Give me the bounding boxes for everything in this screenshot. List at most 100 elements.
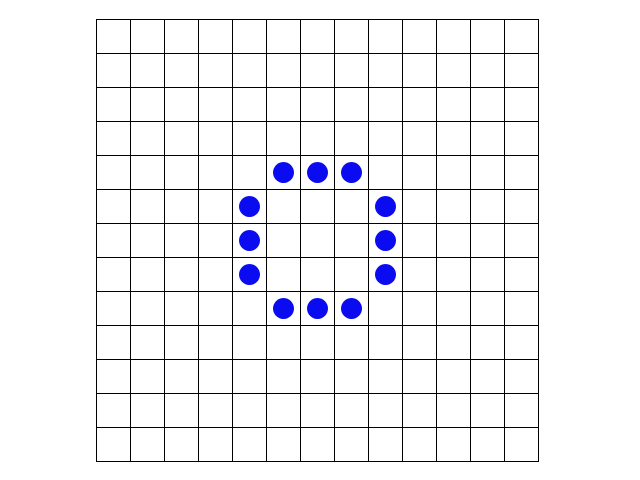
board-cell[interactable] bbox=[368, 393, 403, 428]
board-cell[interactable] bbox=[164, 19, 199, 54]
board-cell[interactable] bbox=[300, 87, 335, 122]
board-cell[interactable] bbox=[436, 155, 471, 190]
board-cell[interactable] bbox=[402, 359, 437, 394]
board-cell[interactable] bbox=[130, 359, 165, 394]
board-cell[interactable] bbox=[504, 87, 539, 122]
board-cell[interactable] bbox=[96, 393, 131, 428]
board-cell[interactable] bbox=[402, 427, 437, 462]
board-cell[interactable] bbox=[96, 291, 131, 326]
blue-piece[interactable] bbox=[341, 298, 362, 319]
board-cell[interactable] bbox=[130, 427, 165, 462]
board-cell[interactable] bbox=[198, 393, 233, 428]
board-cell[interactable] bbox=[96, 19, 131, 54]
board-cell[interactable] bbox=[470, 223, 505, 258]
board-cell[interactable] bbox=[96, 223, 131, 258]
board-cell[interactable] bbox=[266, 19, 301, 54]
board-cell[interactable] bbox=[232, 121, 267, 156]
board-cell[interactable] bbox=[470, 53, 505, 88]
board-cell[interactable] bbox=[130, 189, 165, 224]
board-cell[interactable] bbox=[300, 53, 335, 88]
board-cell[interactable] bbox=[96, 87, 131, 122]
board-cell[interactable] bbox=[368, 155, 403, 190]
board-cell[interactable] bbox=[504, 223, 539, 258]
blue-piece[interactable] bbox=[239, 264, 260, 285]
board-cell[interactable] bbox=[300, 427, 335, 462]
board-cell[interactable] bbox=[436, 291, 471, 326]
board-cell[interactable] bbox=[266, 189, 301, 224]
board-cell[interactable] bbox=[130, 121, 165, 156]
board-cell[interactable] bbox=[266, 359, 301, 394]
board-cell[interactable] bbox=[334, 359, 369, 394]
blue-piece[interactable] bbox=[307, 298, 328, 319]
board-cell[interactable] bbox=[402, 291, 437, 326]
board-cell[interactable] bbox=[334, 257, 369, 292]
board-cell[interactable] bbox=[402, 393, 437, 428]
board-cell[interactable] bbox=[436, 427, 471, 462]
board-cell[interactable] bbox=[130, 53, 165, 88]
board-cell[interactable] bbox=[402, 121, 437, 156]
board-cell[interactable] bbox=[368, 87, 403, 122]
board-cell[interactable] bbox=[402, 223, 437, 258]
board-cell[interactable] bbox=[130, 393, 165, 428]
board-cell[interactable] bbox=[164, 359, 199, 394]
board-cell[interactable] bbox=[368, 291, 403, 326]
board-cell[interactable] bbox=[130, 155, 165, 190]
board-cell[interactable] bbox=[402, 189, 437, 224]
blue-piece[interactable] bbox=[273, 162, 294, 183]
board-cell[interactable] bbox=[232, 393, 267, 428]
board-cell[interactable] bbox=[504, 121, 539, 156]
board-cell[interactable] bbox=[164, 427, 199, 462]
board-cell[interactable] bbox=[334, 121, 369, 156]
board-cell[interactable] bbox=[334, 393, 369, 428]
board-cell[interactable] bbox=[232, 359, 267, 394]
blue-piece[interactable] bbox=[307, 162, 328, 183]
board-cell[interactable] bbox=[266, 223, 301, 258]
board-cell[interactable] bbox=[504, 359, 539, 394]
board-cell[interactable] bbox=[198, 19, 233, 54]
board-cell[interactable] bbox=[130, 325, 165, 360]
board-cell[interactable] bbox=[368, 19, 403, 54]
blue-piece[interactable] bbox=[375, 196, 396, 217]
board-cell[interactable] bbox=[504, 19, 539, 54]
board-cell[interactable] bbox=[334, 19, 369, 54]
blue-piece[interactable] bbox=[375, 230, 396, 251]
board-cell[interactable] bbox=[232, 155, 267, 190]
board-cell[interactable] bbox=[300, 223, 335, 258]
board-cell[interactable] bbox=[470, 121, 505, 156]
board-cell[interactable] bbox=[368, 53, 403, 88]
board-cell[interactable] bbox=[198, 359, 233, 394]
board-cell[interactable] bbox=[130, 223, 165, 258]
board-cell[interactable] bbox=[96, 325, 131, 360]
board-cell[interactable] bbox=[368, 121, 403, 156]
board-cell[interactable] bbox=[96, 427, 131, 462]
board-cell[interactable] bbox=[470, 359, 505, 394]
board-cell[interactable] bbox=[300, 359, 335, 394]
board-cell[interactable] bbox=[164, 121, 199, 156]
board-cell[interactable] bbox=[470, 291, 505, 326]
board-cell[interactable] bbox=[470, 155, 505, 190]
board-cell[interactable] bbox=[436, 359, 471, 394]
board-cell[interactable] bbox=[368, 325, 403, 360]
board-cell[interactable] bbox=[334, 87, 369, 122]
board-cell[interactable] bbox=[96, 53, 131, 88]
board-cell[interactable] bbox=[96, 189, 131, 224]
board-cell[interactable] bbox=[402, 87, 437, 122]
board-cell[interactable] bbox=[470, 427, 505, 462]
board-cell[interactable] bbox=[470, 325, 505, 360]
board-cell[interactable] bbox=[436, 121, 471, 156]
board-cell[interactable] bbox=[300, 257, 335, 292]
board-cell[interactable] bbox=[504, 291, 539, 326]
board-cell[interactable] bbox=[300, 19, 335, 54]
board-cell[interactable] bbox=[164, 155, 199, 190]
board-cell[interactable] bbox=[198, 291, 233, 326]
board-cell[interactable] bbox=[504, 189, 539, 224]
board-cell[interactable] bbox=[96, 121, 131, 156]
blue-piece[interactable] bbox=[273, 298, 294, 319]
board-cell[interactable] bbox=[504, 325, 539, 360]
board-cell[interactable] bbox=[164, 257, 199, 292]
board-cell[interactable] bbox=[436, 19, 471, 54]
board-cell[interactable] bbox=[266, 393, 301, 428]
board-cell[interactable] bbox=[436, 393, 471, 428]
board-cell[interactable] bbox=[402, 257, 437, 292]
board-cell[interactable] bbox=[470, 257, 505, 292]
